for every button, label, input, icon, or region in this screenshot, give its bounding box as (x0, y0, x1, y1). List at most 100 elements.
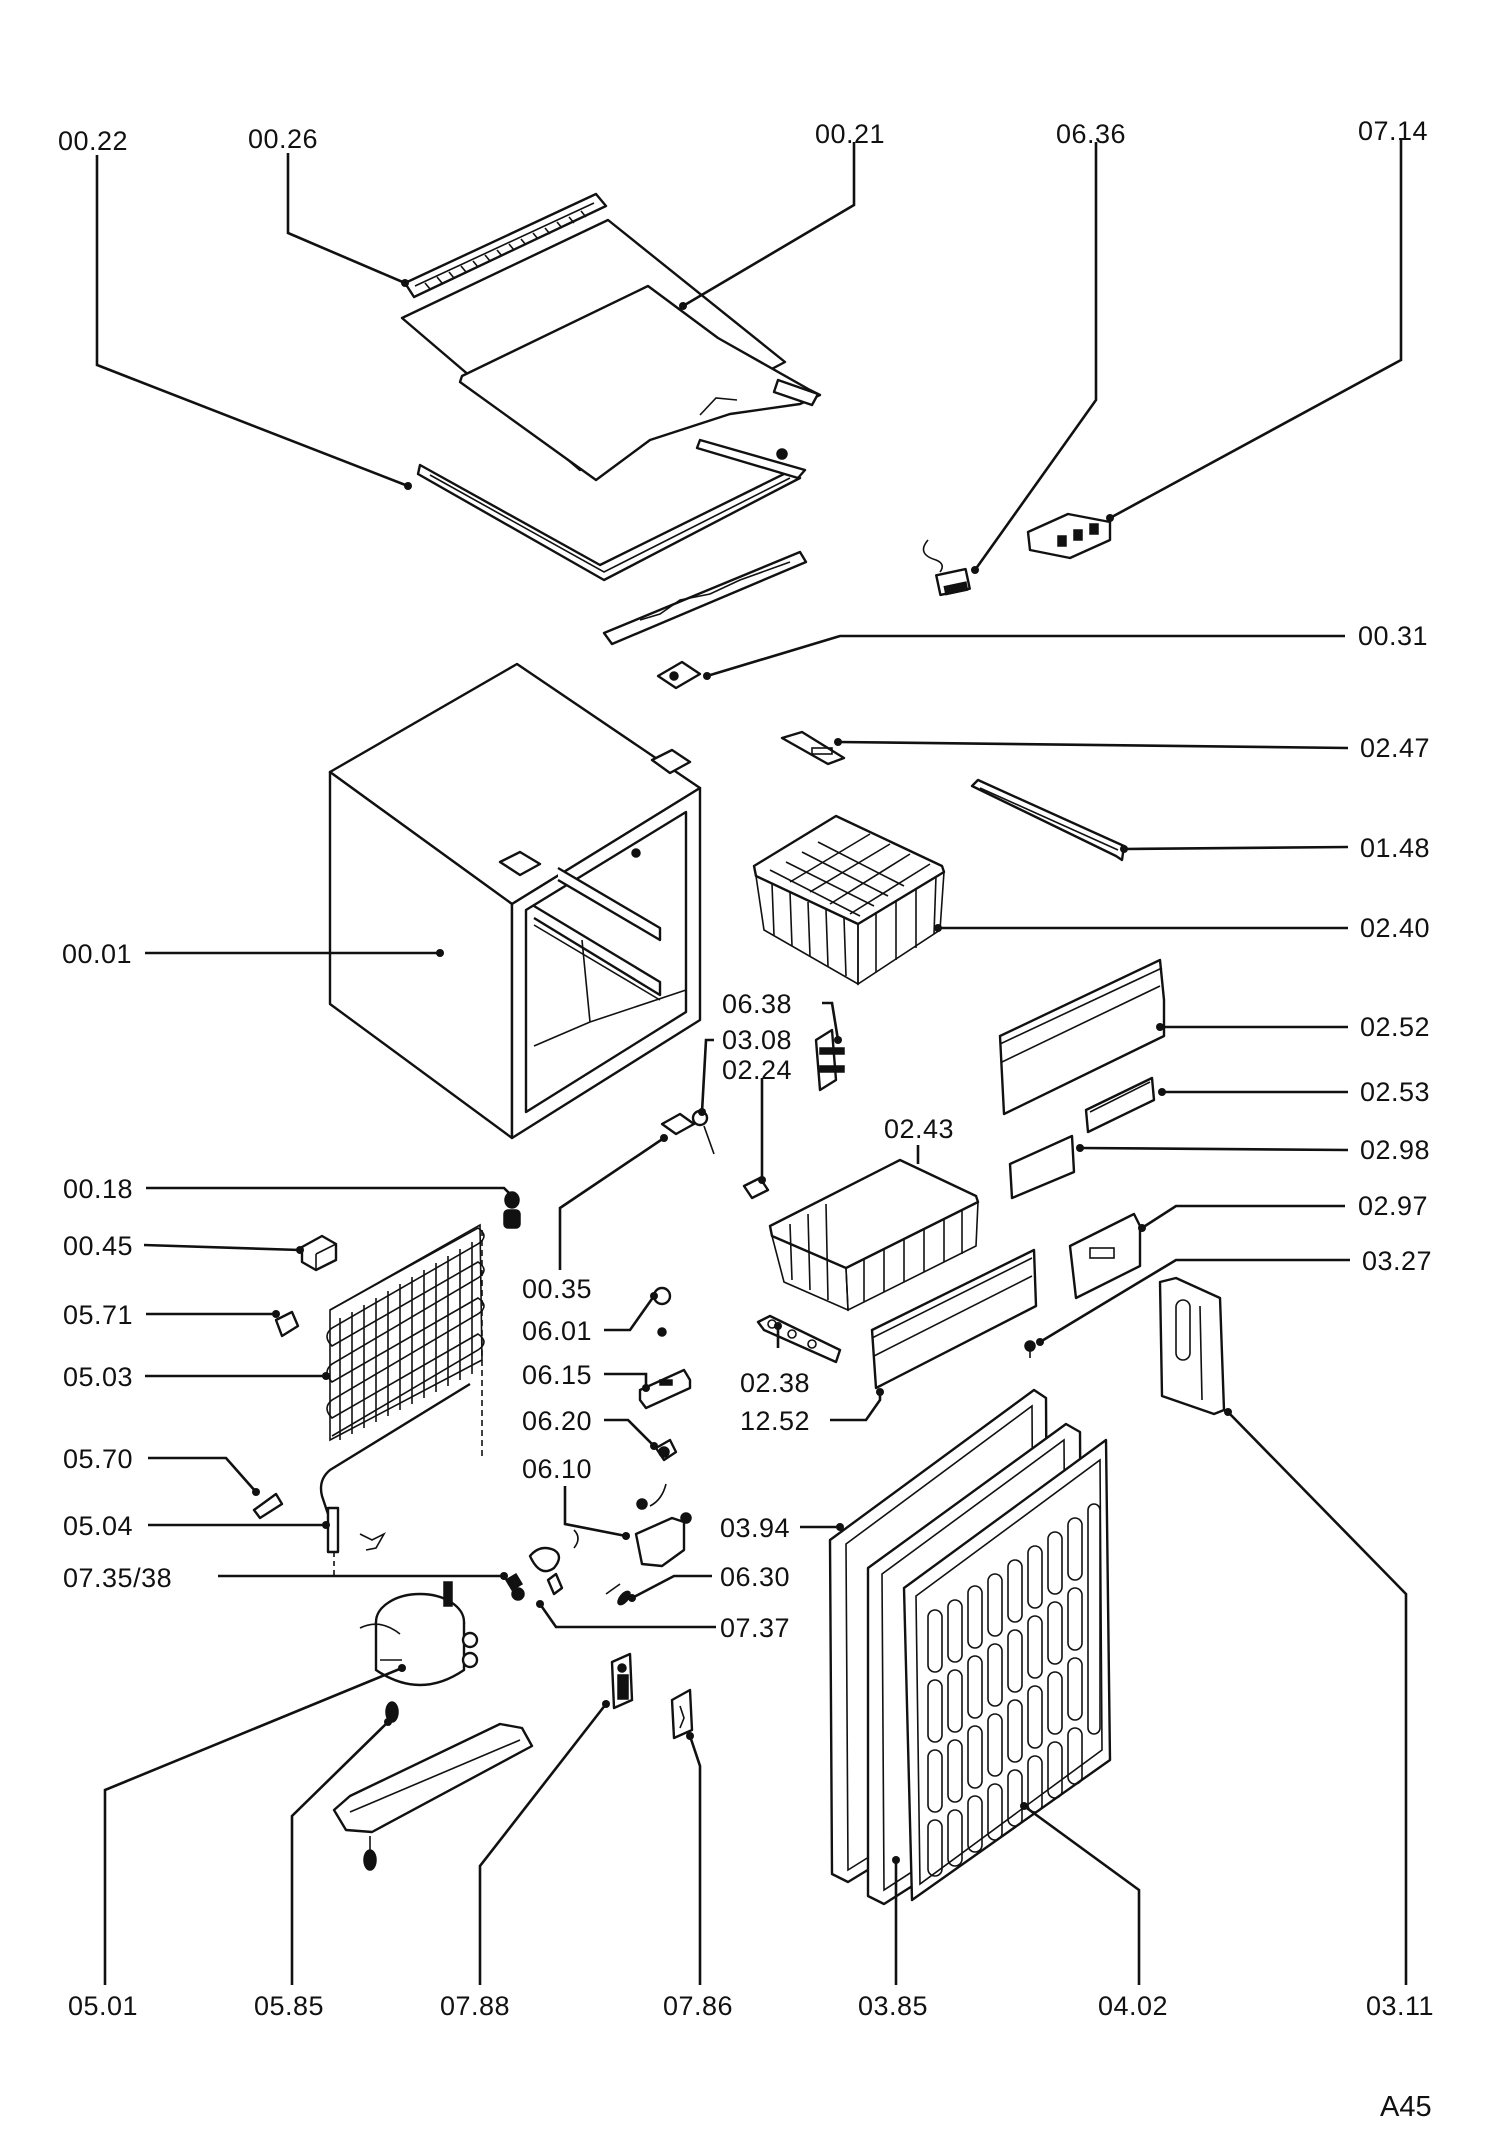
callout-label: 02.97 (1358, 1191, 1428, 1221)
callout-label: 02.47 (1360, 733, 1430, 763)
callout-label: 07.88 (440, 1991, 510, 2021)
callout-label: 07.35/38 (63, 1563, 172, 1593)
part-screw (1024, 1340, 1036, 1358)
leader-02-98 (1079, 1146, 1349, 1152)
leader-02-97 (1141, 1204, 1345, 1230)
part-door-hinge-plate (1158, 1276, 1226, 1416)
callout-label: 06.30 (720, 1562, 790, 1592)
callout-label: 03.85 (858, 1991, 928, 2021)
part-clip-upper (274, 1310, 300, 1338)
part-base-plate (332, 1722, 534, 1871)
callout-label: 00.35 (522, 1274, 592, 1304)
part-small-cover (780, 730, 846, 766)
part-door-liner (902, 1438, 1112, 1902)
callout-label: 00.26 (248, 124, 318, 154)
callout-label: 06.15 (522, 1360, 592, 1390)
callout-label: 05.71 (63, 1300, 133, 1330)
sheet-code: A45 (1380, 2091, 1432, 2123)
part-knob (652, 1286, 672, 1337)
callout-label: 02.98 (1360, 1135, 1430, 1165)
callout-label: 12.52 (740, 1406, 810, 1436)
part-top-plate (400, 218, 822, 482)
part-rod (605, 1583, 631, 1606)
leader-lines (95, 140, 1408, 1985)
callout-label: 02.43 (884, 1114, 954, 1144)
leader-01-48 (1123, 845, 1349, 851)
part-bracket-strip (602, 550, 808, 646)
part-relay-cover (670, 1688, 694, 1740)
part-thermostat-sensor (922, 539, 971, 597)
part-thermostat-box (634, 1483, 692, 1568)
part-drawer-front-lower (870, 1248, 1038, 1390)
callout-label: 00.21 (815, 119, 885, 149)
leader-05-01 (103, 1666, 403, 1985)
leader-00-45 (143, 1243, 301, 1252)
part-clip-lower (252, 1492, 284, 1520)
callout-label: 02.38 (740, 1368, 810, 1398)
callout-label: 02.53 (1360, 1077, 1430, 1107)
part-basket-small (768, 1158, 980, 1312)
leader-07-14 (1109, 140, 1403, 520)
callout-label: 05.03 (63, 1362, 133, 1392)
part-basket-large (752, 814, 946, 986)
callout-label: 00.45 (63, 1231, 133, 1261)
callout-label: 03.08 (722, 1025, 792, 1055)
callout-label: 06.36 (1056, 119, 1126, 149)
leader-03-27 (1039, 1258, 1350, 1344)
leader-03-11 (1227, 1411, 1408, 1985)
part-vent-grille (403, 192, 608, 299)
leader-05-70 (148, 1456, 257, 1493)
leader-06-15 (604, 1372, 648, 1388)
leader-03-08 (700, 1038, 714, 1113)
callout-label: 05.01 (68, 1991, 138, 2021)
callout-label: 01.48 (1360, 833, 1430, 863)
part-hinge-small (656, 660, 702, 690)
leader-07-88 (478, 1703, 608, 1985)
callout-label: 06.38 (722, 989, 792, 1019)
callout-label: 02.52 (1360, 1012, 1430, 1042)
callout-label: 07.14 (1358, 116, 1428, 146)
part-hinge-top (814, 1028, 845, 1092)
leader-06-01 (604, 1295, 656, 1332)
callout-label: 07.86 (663, 1991, 733, 2021)
callout-label: 07.37 (720, 1613, 790, 1643)
callout-label: 00.18 (63, 1174, 133, 1204)
part-compressor (359, 1581, 479, 1687)
leader-00-18 (146, 1186, 513, 1197)
callout-label: 02.24 (722, 1055, 792, 1085)
callout-label: 06.01 (522, 1316, 592, 1346)
part-thermostat-group (504, 1529, 579, 1601)
leader-07-86 (688, 1735, 702, 1985)
callout-label: 05.85 (254, 1991, 324, 2021)
leader-05-85 (290, 1721, 389, 1985)
leader-06-38 (822, 1001, 840, 1041)
part-lamp-cover (638, 1368, 692, 1410)
callout-labels: 00.22 00.26 00.21 06.36 07.14 00.31 02.4… (58, 116, 1434, 2021)
part-rail (970, 778, 1126, 862)
part-bracket-small (756, 1314, 842, 1364)
part-hinge-bracket (660, 1109, 715, 1155)
callout-label: 03.27 (1362, 1246, 1432, 1276)
callout-label: 03.94 (720, 1513, 790, 1543)
callout-label: 06.10 (522, 1454, 592, 1484)
callout-label: 05.04 (63, 1511, 133, 1541)
part-block (300, 1234, 338, 1272)
callout-label: 00.31 (1358, 621, 1428, 651)
callout-label: 00.01 (62, 939, 132, 969)
part-drawer-bracket (1068, 1212, 1142, 1300)
callout-label: 03.11 (1366, 1991, 1434, 2021)
callout-label: 04.02 (1098, 1991, 1168, 2021)
part-top-frame (416, 438, 807, 582)
leader-00-22 (95, 155, 409, 488)
callout-label: 02.40 (1360, 913, 1430, 943)
leader-endpoints (252, 279, 1232, 1864)
leader-00-26 (286, 153, 406, 285)
part-cabinet (328, 662, 702, 1140)
leader-02-47 (837, 740, 1349, 750)
part-drier (326, 1506, 387, 1575)
part-condenser-coil (319, 1223, 485, 1521)
leader-06-10 (563, 1486, 627, 1538)
leader-06-36 (973, 142, 1098, 571)
callout-label: 00.22 (58, 126, 128, 156)
